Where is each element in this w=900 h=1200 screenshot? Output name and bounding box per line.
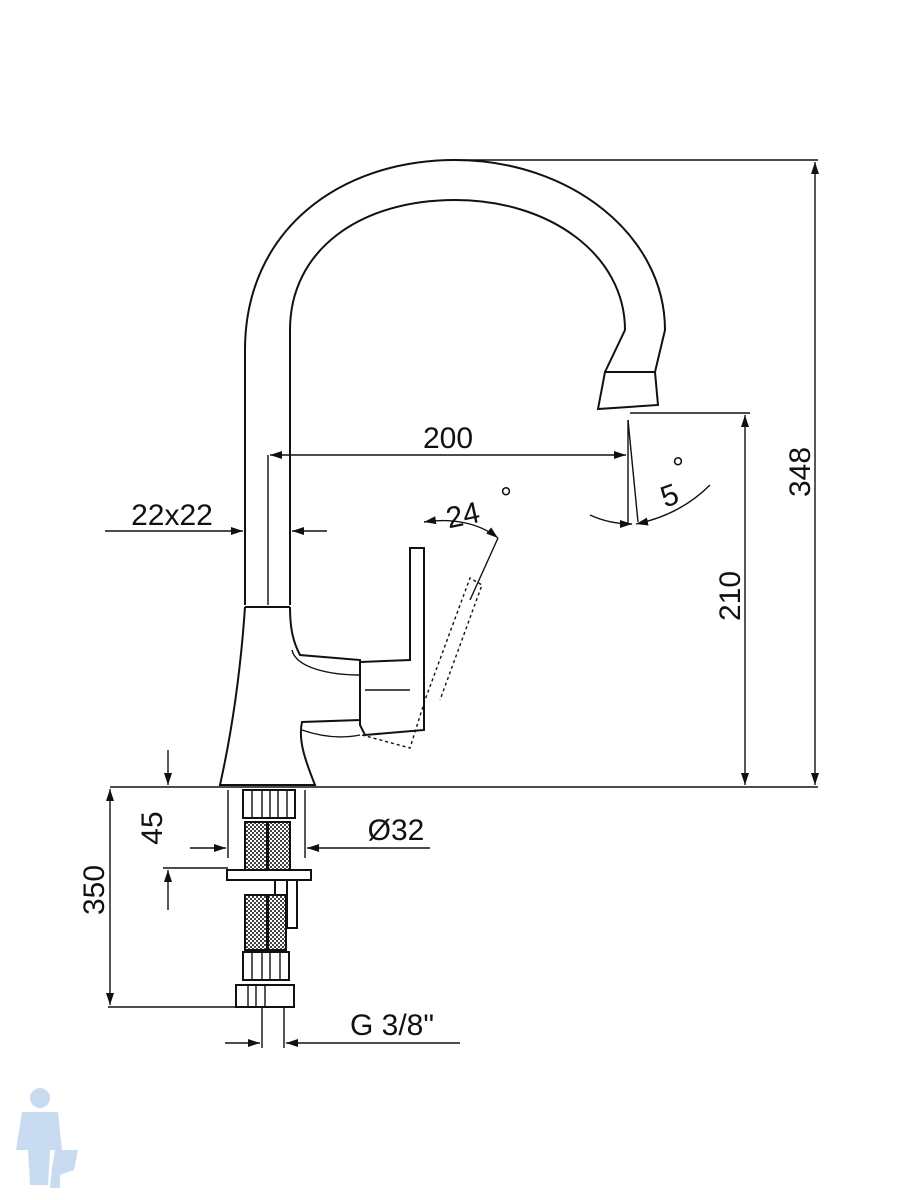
dim-total-height: 348 — [784, 447, 817, 497]
mounting-hoses — [226, 789, 312, 1008]
dim-hose-length: 350 — [78, 865, 111, 915]
dim-spout-reach: 200 — [423, 422, 473, 455]
degree-mark-2: ° — [672, 452, 684, 485]
dim-mount-thickness: 45 — [136, 811, 169, 844]
dim-spout-height: 210 — [714, 571, 747, 621]
dim-connection: G 3/8" — [350, 1009, 434, 1042]
degree-mark: ° — [500, 482, 512, 515]
dim-hole-diameter: Ø32 — [368, 814, 425, 847]
faucet-body — [218, 606, 361, 786]
spout — [244, 158, 667, 608]
dim-lever-angle: 24 — [443, 496, 483, 535]
dim-spout-section: 22x22 — [131, 499, 213, 532]
watermark-plumber-icon — [16, 1088, 78, 1188]
lever-handle — [359, 547, 483, 749]
dimension-lines — [105, 159, 819, 1048]
